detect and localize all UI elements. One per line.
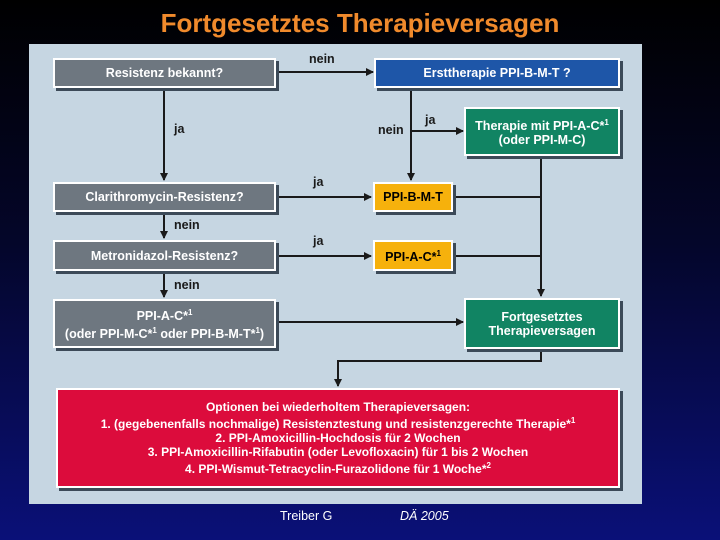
label-ja-left: ja [174, 122, 185, 136]
box-therapie-line2: (oder PPI-M-C) [498, 133, 586, 148]
box-ppi-ac: PPI-A-C*1 [373, 240, 453, 271]
box-ppiac-label: PPI-A-C*1 [385, 248, 441, 265]
footer-author: Treiber G [280, 509, 333, 523]
label-nein-top: nein [309, 52, 335, 66]
box-ppi-bmt: PPI-B-M-T [373, 182, 453, 212]
box-fortgesetzt-line2: Therapieversagen [488, 323, 596, 338]
label-ja-mid: ja [425, 113, 436, 127]
box-metro-label: Metronidazol-Resistenz? [90, 248, 239, 263]
options-item-3: 3. PPI-Amoxicillin-Rifabutin (oder Levof… [147, 445, 529, 459]
options-heading: Optionen bei wiederholtem Therapieversag… [205, 400, 471, 414]
box-combo-line1: PPI-A-C*1 [136, 308, 193, 324]
label-ja-metro: ja [313, 234, 324, 248]
options-item-1: 1. (gegebenenfalls nochmalige) Resistenz… [100, 416, 576, 431]
box-combo-line2: (oder PPI-M-C*1 oder PPI-B-M-T*1) [64, 325, 265, 341]
box-therapie-ppi-ac: Therapie mit PPI-A-C*1 (oder PPI-M-C) [464, 107, 620, 156]
box-ersttherapie-label: Ersttherapie PPI-B-M-T ? [423, 66, 571, 80]
label-nein-clarithro: nein [174, 218, 200, 232]
box-fortgesetzt-line1: Fortgesetztes [501, 309, 583, 324]
box-fortgesetztes-therapieversagen: Fortgesetztes Therapieversagen [464, 298, 620, 349]
label-nein-mid: nein [378, 123, 404, 137]
box-resistenz-label: Resistenz bekannt? [105, 66, 224, 80]
box-ppibmt-label: PPI-B-M-T [383, 190, 443, 204]
box-clarithromycin: Clarithromycin-Resistenz? [53, 182, 276, 212]
box-ppi-combination: PPI-A-C*1 (oder PPI-M-C*1 oder PPI-B-M-T… [53, 299, 276, 348]
box-resistenz-bekannt: Resistenz bekannt? [53, 58, 276, 88]
arrow-fortgesetzt-options [334, 349, 542, 387]
box-ersttherapie: Ersttherapie PPI-B-M-T ? [374, 58, 620, 88]
label-nein-metro: nein [174, 278, 200, 292]
box-options: Optionen bei wiederholtem Therapieversag… [56, 388, 620, 488]
options-item-4: 4. PPI-Wismut-Tetracyclin-Furazolidone f… [185, 461, 491, 476]
box-metronidazol: Metronidazol-Resistenz? [53, 240, 276, 271]
label-ja-clarithro: ja [313, 175, 324, 189]
footer-source: DÄ 2005 [400, 509, 449, 523]
options-item-2: 2. PPI-Amoxicillin-Hochdosis für 2 Woche… [215, 431, 461, 445]
box-therapie-line1: Therapie mit PPI-A-C*1 [475, 117, 609, 134]
slide-title: Fortgesetztes Therapieversagen [160, 8, 560, 38]
box-clarithro-label: Clarithromycin-Resistenz? [85, 190, 244, 204]
